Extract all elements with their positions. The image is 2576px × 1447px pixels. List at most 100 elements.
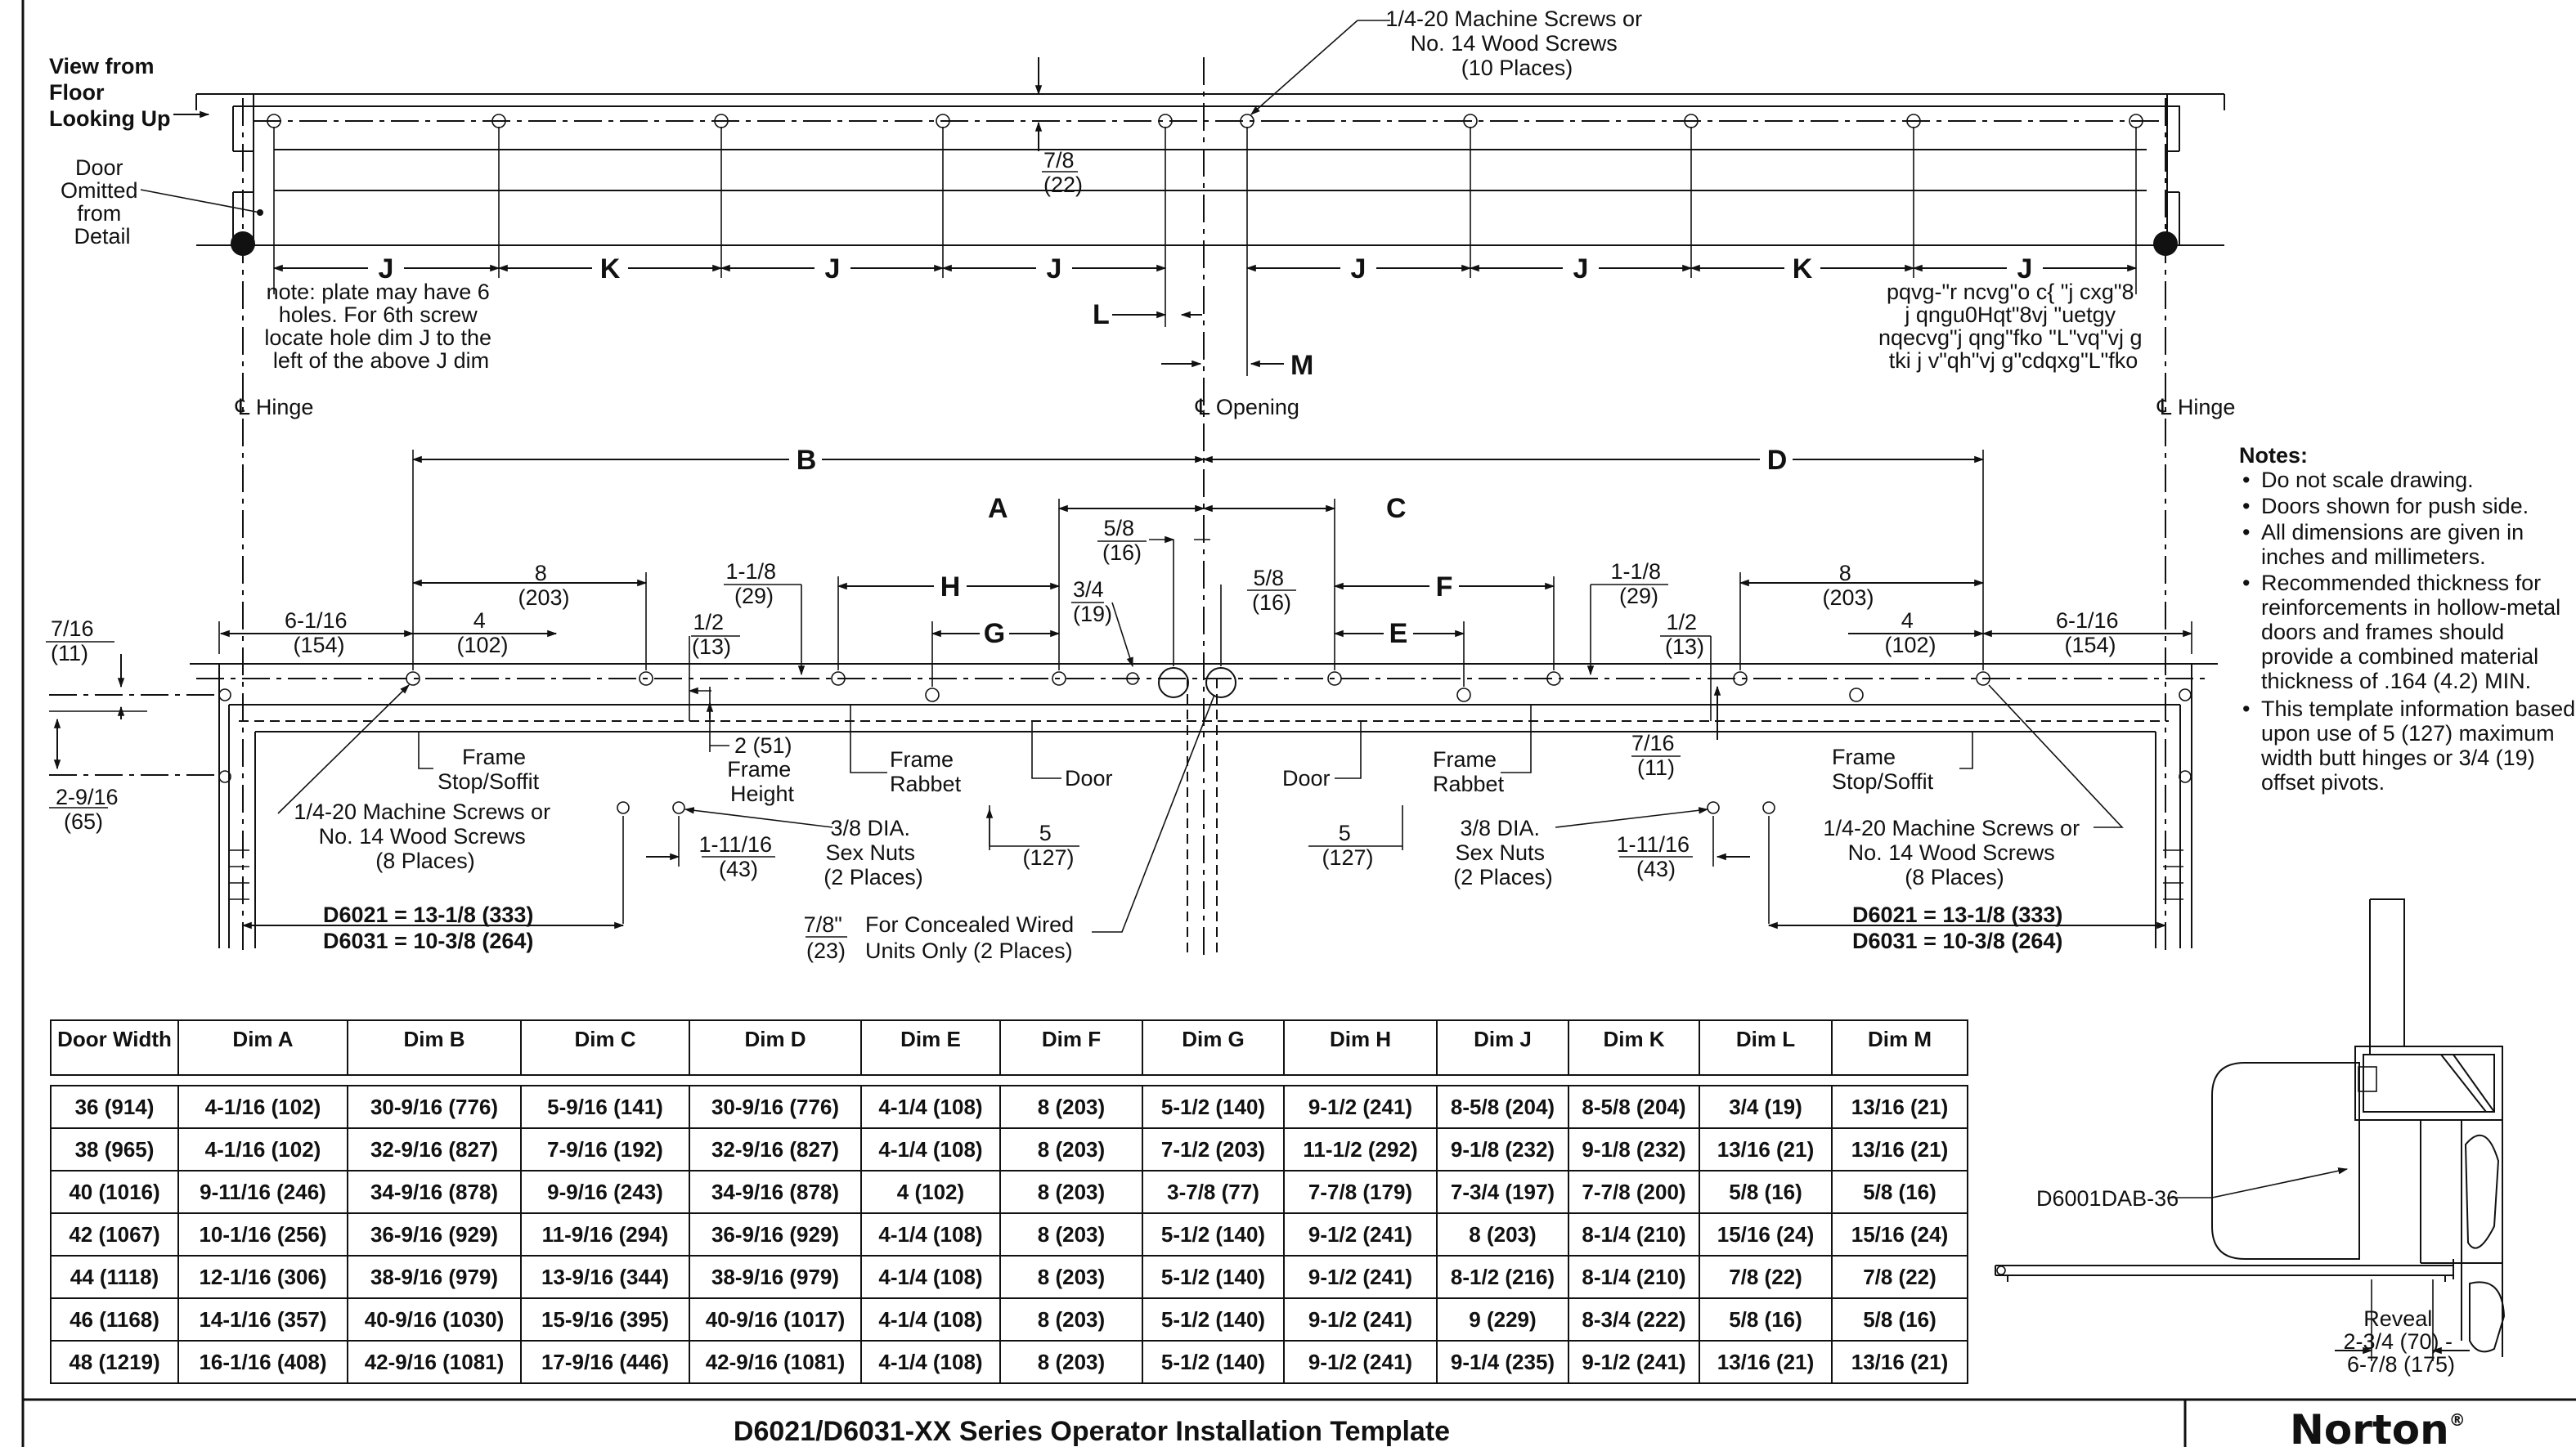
table-cell: 4-1/16 (102) bbox=[205, 1137, 321, 1162]
concealed-note: For Concealed Wired Units Only (2 Places… bbox=[865, 912, 1080, 963]
table-cell: 40-9/16 (1030) bbox=[365, 1307, 505, 1332]
dim-2-9-16: 2-9/16 (65) bbox=[56, 785, 124, 834]
table-cell: 12-1/16 (306) bbox=[199, 1265, 326, 1289]
table-cell: 8 (203) bbox=[1038, 1137, 1105, 1162]
dim-J-4: J bbox=[1351, 253, 1367, 284]
notes-block: Notes: • Do not scale drawing. • Doors s… bbox=[2239, 443, 2576, 795]
dim-3-4: 3/4 (19) bbox=[1073, 577, 1112, 626]
dim-6-1-16-left: 6-1/16 (154) bbox=[285, 608, 353, 657]
table-cell: 9-1/4 (235) bbox=[1451, 1350, 1555, 1374]
dim-E: E bbox=[1389, 618, 1408, 649]
table-cell: 9-1/2 (241) bbox=[1308, 1265, 1412, 1289]
table-header-cell: Dim B bbox=[403, 1027, 464, 1051]
dim-F: F bbox=[1436, 571, 1453, 603]
note-1: • Do not scale drawing. bbox=[2242, 468, 2474, 492]
top-frame-outline bbox=[196, 93, 2224, 246]
dim-J-2: J bbox=[825, 253, 841, 284]
table-cell: 7-7/8 (200) bbox=[1582, 1180, 1685, 1204]
top-screw-callout: 1/4-20 Machine Screws or No. 14 Wood Scr… bbox=[1385, 7, 1648, 80]
view-label: View from Floor Looking Up bbox=[49, 54, 170, 131]
dim-8-left: 8 (203) bbox=[518, 561, 569, 610]
table-cell: 13/16 (21) bbox=[1851, 1137, 1949, 1162]
table-cell: 13/16 (21) bbox=[1717, 1137, 1815, 1162]
opening-centerline: ℄ Opening bbox=[1195, 395, 1299, 419]
table-header-cell: Dim D bbox=[744, 1027, 806, 1051]
table-cell: 42-9/16 (1081) bbox=[706, 1350, 846, 1374]
dim-5-8-right: 5/8 (16) bbox=[1252, 566, 1291, 615]
arm-assembly bbox=[1995, 1259, 2454, 1282]
dim-7-16-right: 7/16 (11) bbox=[1631, 731, 1681, 780]
table-cell: 9-9/16 (243) bbox=[547, 1180, 663, 1204]
table-cell: 7/8 (22) bbox=[1729, 1265, 1802, 1289]
table-header-cell: Dim G bbox=[1182, 1027, 1245, 1051]
operator-body bbox=[2211, 1062, 2360, 1260]
table-cell: 13/16 (21) bbox=[1717, 1350, 1815, 1374]
dim-4-right: 4 (102) bbox=[1884, 608, 1936, 657]
template-title: D6021/D6031-XX Series Operator Installat… bbox=[734, 1416, 1450, 1447]
top-view: View from Floor Looking Up Door Omitted … bbox=[49, 7, 2235, 956]
table-cell: 4-1/4 (108) bbox=[878, 1095, 982, 1119]
table-cell: 5/8 (16) bbox=[1863, 1180, 1936, 1204]
dim-C: C bbox=[1386, 493, 1407, 524]
table-cell: 40 (1016) bbox=[69, 1180, 159, 1204]
table-cell: 34-9/16 (878) bbox=[370, 1180, 498, 1204]
note-5: • This template information based upon u… bbox=[2242, 697, 2576, 795]
dim-G: G bbox=[984, 618, 1005, 649]
dim-2-51: 2 (51) bbox=[734, 733, 792, 758]
screws-label-right: 1/4-20 Machine Screws or No. 14 Wood Scr… bbox=[1823, 816, 2085, 889]
dim-5-left: 5 (127) bbox=[1022, 821, 1074, 870]
table-cell: 5-1/2 (140) bbox=[1161, 1265, 1265, 1289]
note-2: • Doors shown for push side. bbox=[2242, 494, 2529, 518]
table-header-box bbox=[50, 1019, 1968, 1076]
reveal-label: Reveal 2-3/4 (70) - 6-7/8 (175) bbox=[2343, 1306, 2458, 1377]
dim-1-11-16-left: 1-11/16 (43) bbox=[698, 832, 778, 881]
dim-6-1-16-right: 6-1/16 (154) bbox=[2056, 608, 2125, 657]
table-cell: 8-3/4 (222) bbox=[1582, 1307, 1685, 1332]
table-header-cell: Dim A bbox=[232, 1027, 293, 1051]
table-cell: 8 (203) bbox=[1038, 1222, 1105, 1247]
dim-1-2-left: 1/2 (13) bbox=[692, 610, 731, 659]
table-cell: 34-9/16 (878) bbox=[711, 1180, 839, 1204]
table-header-cell: Dim F bbox=[1042, 1027, 1101, 1051]
table-cell: 5/8 (16) bbox=[1729, 1180, 1802, 1204]
table-cell: 38-9/16 (979) bbox=[711, 1265, 839, 1289]
table-cell: 15/16 (24) bbox=[1717, 1222, 1815, 1247]
table-cell: 11-1/2 (292) bbox=[1303, 1137, 1417, 1162]
table-cell: 7-9/16 (192) bbox=[547, 1137, 663, 1162]
dim-5-right: 5 (127) bbox=[1322, 821, 1373, 870]
frame-height-label: Frame Height bbox=[727, 757, 797, 806]
table-cell: 10-1/16 (256) bbox=[199, 1222, 326, 1247]
table-cell: 7/8 (22) bbox=[1863, 1265, 1936, 1289]
dim-J-6: J bbox=[2017, 253, 2033, 284]
table-cell: 5-9/16 (141) bbox=[547, 1095, 663, 1119]
table-cell: 4-1/4 (108) bbox=[878, 1222, 982, 1247]
table-cell: 13/16 (21) bbox=[1851, 1095, 1949, 1119]
table-cell: 32-9/16 (827) bbox=[370, 1137, 498, 1162]
table-cell: 8 (203) bbox=[1038, 1180, 1105, 1204]
table-cell: 15/16 (24) bbox=[1851, 1222, 1949, 1247]
nuts-label-right: 3/8 DIA. Sex Nuts (2 Places) bbox=[1453, 816, 1553, 889]
table-cell: 7-1/2 (203) bbox=[1161, 1137, 1265, 1162]
note-4: • Recommended thickness for reinforcemen… bbox=[2242, 571, 2567, 693]
table-cell: 9-1/2 (241) bbox=[1308, 1350, 1412, 1374]
dim-J-5: J bbox=[1573, 253, 1589, 284]
dim-B: B bbox=[797, 445, 817, 476]
frame-stop-right: Frame Stop/Soffit bbox=[1832, 745, 1934, 794]
door-label-right: Door bbox=[1282, 766, 1331, 791]
dim-J-1: J bbox=[379, 253, 394, 284]
table-cell: 5-1/2 (140) bbox=[1161, 1095, 1265, 1119]
door-omitted-label: Door Omitted from Detail bbox=[61, 155, 144, 249]
table-header-cell: Dim K bbox=[1603, 1027, 1664, 1051]
table-cell: 8 (203) bbox=[1038, 1095, 1105, 1119]
operator-length-left: D6021 = 13-1/8 (333) D6031 = 10-3/8 (264… bbox=[323, 903, 540, 953]
wire-hole-left bbox=[1158, 667, 1189, 698]
elevation-frame-outline bbox=[190, 663, 2218, 948]
plate-note-left: note: plate may have 6 holes. For 6th sc… bbox=[264, 280, 497, 373]
dim-M: M bbox=[1290, 350, 1313, 381]
table-cell: 8 (203) bbox=[1038, 1350, 1105, 1374]
operator-length-right: D6021 = 13-1/8 (333) D6031 = 10-3/8 (264… bbox=[1852, 903, 2069, 953]
table-cell: 8-1/4 (210) bbox=[1582, 1265, 1685, 1289]
table-cell: 8-1/4 (210) bbox=[1582, 1222, 1685, 1247]
